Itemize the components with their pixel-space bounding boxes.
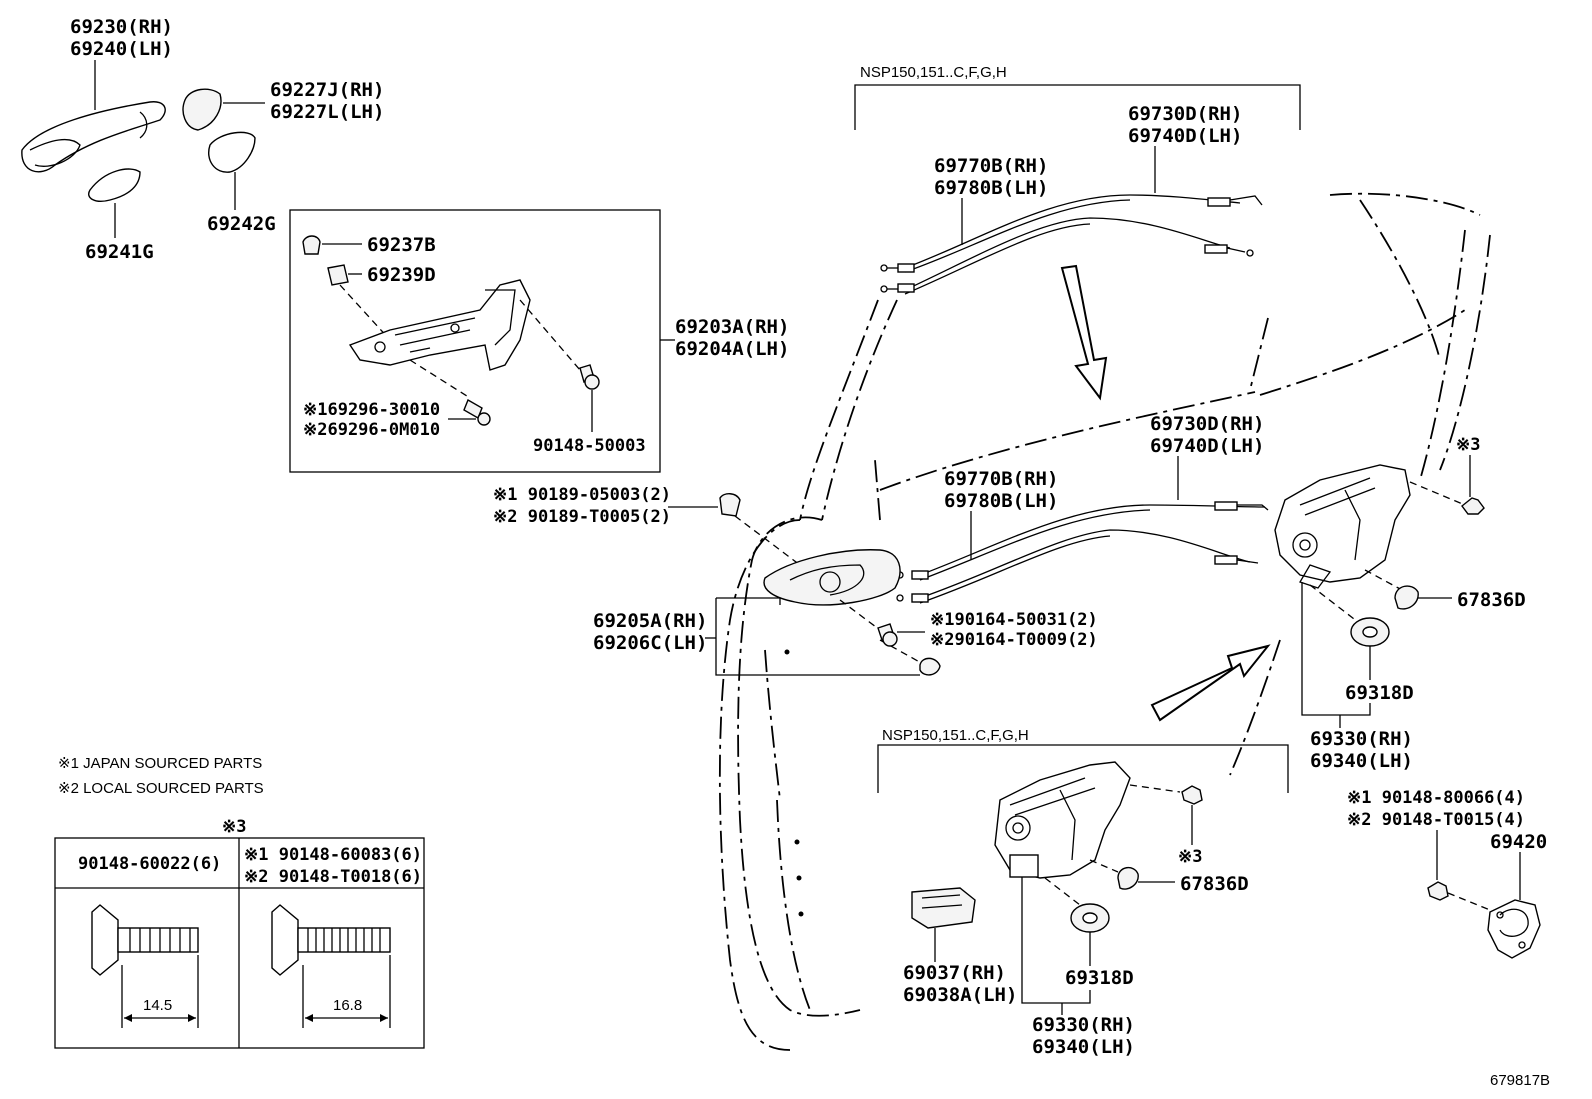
pad-69241g — [88, 168, 141, 238]
striker-69420 — [1487, 899, 1541, 959]
cables-top — [880, 194, 1263, 295]
table-col1-length: 14.5 — [143, 997, 172, 1014]
screw-90164 — [877, 623, 925, 647]
label-screw-90164-a: ※190164-50031(2) — [930, 610, 1098, 630]
screw-90148-50003 — [579, 364, 600, 432]
clip-69237b — [302, 235, 362, 255]
label-69239d: 69239D — [367, 264, 436, 286]
callout-69330-right — [1301, 582, 1371, 716]
handle-cap-69227 — [182, 88, 265, 131]
label-screw-69296-a: ※169296-30010 — [303, 400, 440, 420]
label-69241g: 69241G — [85, 241, 154, 263]
label-69330-right: 69330(RH) — [1310, 728, 1413, 750]
callout-69205a — [715, 597, 920, 676]
bolt-ref3-top — [1461, 497, 1485, 515]
lock-assembly-69330-top — [1274, 464, 1466, 623]
label-69240: 69240(LH) — [70, 38, 173, 60]
label-ref3-bottom: ※3 — [1178, 847, 1202, 867]
note-local: ※2 LOCAL SOURCED PARTS — [58, 780, 264, 797]
callout-69330-bottom — [1021, 877, 1091, 1004]
label-69230: 69230(RH) — [70, 16, 173, 38]
label-67836d-top: 67836D — [1457, 589, 1526, 611]
label-69038a: 69038A(LH) — [903, 984, 1017, 1006]
label-69205a: 69205A(RH) — [593, 610, 707, 632]
label-bolt-a: ※1 90148-80066(4) — [1347, 788, 1525, 808]
label-69730d-mid: 69730D(RH) — [1150, 413, 1264, 435]
label-69318d-bottom: 69318D — [1065, 967, 1134, 989]
handle-frame-69203a — [348, 279, 581, 399]
seal-67836d-top — [1394, 585, 1452, 610]
label-69730d-top: 69730D(RH) — [1128, 103, 1242, 125]
label-69420: 69420 — [1490, 831, 1547, 853]
label-69740d-top: 69740D(LH) — [1128, 125, 1242, 147]
label-69237b: 69237B — [367, 234, 436, 256]
label-69780b-top: 69780B(LH) — [934, 177, 1048, 199]
pad-69242g — [208, 131, 256, 210]
label-ref3-top: ※3 — [1456, 435, 1480, 455]
outside-handle-69230 — [21, 60, 166, 173]
bolt-drawing-14-5 — [91, 904, 199, 1028]
label-90148-50003: 90148-50003 — [533, 436, 646, 456]
cables-mid — [896, 501, 1269, 604]
inside-handle-69205a — [763, 549, 926, 666]
label-69206c: 69206C(LH) — [593, 632, 707, 654]
direction-arrow-down — [1060, 264, 1108, 401]
label-69770b-top: 69770B(RH) — [934, 155, 1048, 177]
label-screw-90164-b: ※290164-T0009(2) — [930, 630, 1098, 650]
label-69242g: 69242G — [207, 213, 276, 235]
bolt-drawing-16-8 — [271, 904, 391, 1028]
clip-69239d — [327, 264, 391, 341]
label-69770b-mid: 69770B(RH) — [944, 468, 1058, 490]
label-69340-right: 69340(LH) — [1310, 750, 1413, 772]
frame-box-69203a — [289, 209, 661, 473]
table-col1-part: 90148-60022(6) — [78, 854, 221, 874]
lock-assembly-69330-bottom — [994, 761, 1181, 906]
label-69330-bottom: 69330(RH) — [1032, 1014, 1135, 1036]
bolt-table — [54, 837, 425, 1049]
label-69204a: 69204A(LH) — [675, 338, 789, 360]
label-69037: 69037(RH) — [903, 962, 1006, 984]
diagram-id: 679817B — [1490, 1072, 1550, 1089]
nsp-bracket-top — [854, 84, 1301, 130]
table-col2-length: 16.8 — [333, 997, 362, 1014]
direction-arrow-up — [1150, 644, 1271, 722]
label-67836d-bottom: 67836D — [1180, 873, 1249, 895]
door-body-outline — [718, 192, 1491, 1051]
grommet-69318d-bottom — [1070, 903, 1110, 966]
label-69227j: 69227J(RH) — [270, 79, 384, 101]
screw-69296 — [448, 398, 491, 426]
label-bolt-b: ※2 90148-T0015(4) — [1347, 810, 1525, 830]
label-69318d-top: 69318D — [1345, 682, 1414, 704]
label-screw-69296-b: ※269296-0M010 — [303, 420, 440, 440]
grommet-69318d-top — [1350, 617, 1390, 680]
bolt-ref3-bottom — [1181, 785, 1203, 845]
table-col2-part-a: ※1 90148-60083(6) — [244, 845, 422, 865]
label-69340-bottom: 69340(LH) — [1032, 1036, 1135, 1058]
switch-69037 — [911, 887, 976, 962]
note-japan: ※1 JAPAN SOURCED PARTS — [58, 755, 262, 772]
label-nsp-top: NSP150,151..C,F,G,H — [860, 64, 1007, 81]
label-69203a: 69203A(RH) — [675, 316, 789, 338]
clip-90189 — [668, 493, 801, 566]
bolt-90148-80066 — [1427, 881, 1491, 911]
label-69227l: 69227L(LH) — [270, 101, 384, 123]
label-ref3-table: ※3 — [222, 817, 246, 837]
label-nsp-bottom: NSP150,151..C,F,G,H — [882, 727, 1029, 744]
nsp-bracket-bottom — [877, 744, 1289, 793]
label-clip-a: ※1 90189-05003(2) — [493, 485, 671, 505]
label-clip-b: ※2 90189-T0005(2) — [493, 507, 671, 527]
table-col2-part-b: ※2 90148-T0018(6) — [244, 867, 422, 887]
label-69780b-mid: 69780B(LH) — [944, 490, 1058, 512]
label-69740d-mid: 69740D(LH) — [1150, 435, 1264, 457]
cap-90164 — [919, 657, 941, 676]
seal-67836d-bottom — [1117, 867, 1175, 890]
